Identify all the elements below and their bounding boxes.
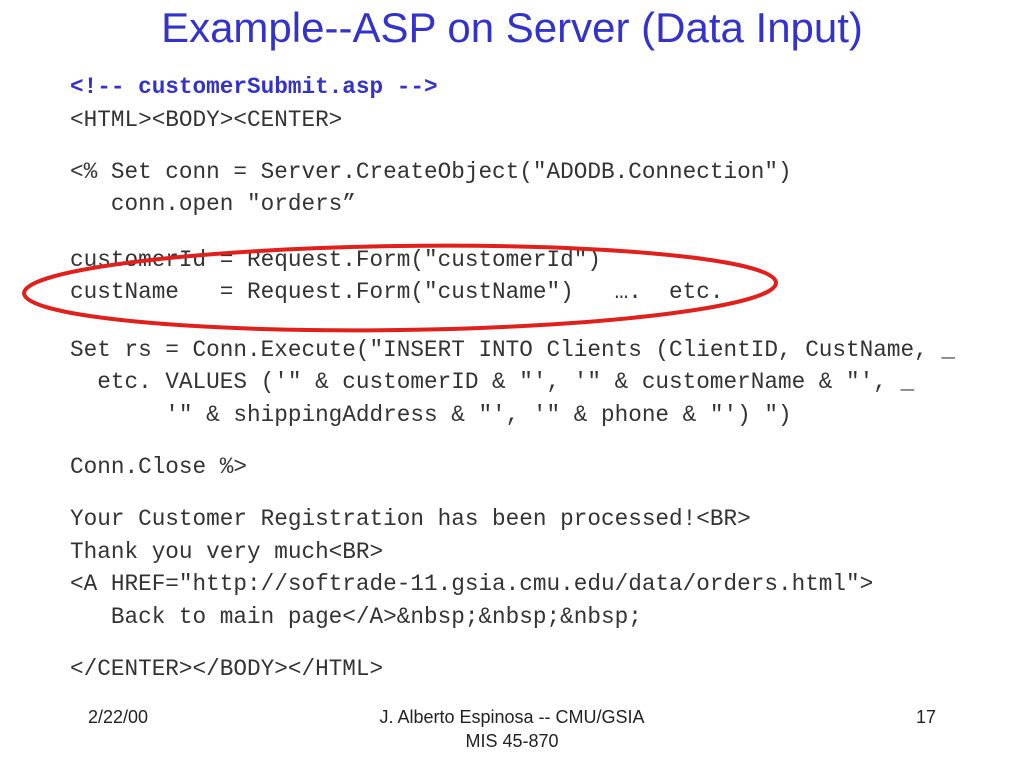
code-line: Your Customer Registration has been proc… [70,506,751,532]
footer-date: 2/22/00 [88,707,149,727]
code-line: </CENTER></BODY></HTML> [70,656,384,682]
code-line: <A HREF="http://softrade-11.gsia.cmu.edu… [70,571,874,597]
code-line-highlighted: custName = Request.Form("custName") …. e… [70,279,724,305]
page-number: 17 [915,707,936,727]
code-line: <% Set conn = Server.CreateObject("ADODB… [70,159,792,185]
code-line: Conn.Close %> [70,454,247,480]
code-line: Back to main page</A>&nbsp;&nbsp;&nbsp; [70,604,642,630]
code-line: '" & shippingAddress & "', '" & phone & … [70,402,792,428]
code-line: <HTML><BODY><CENTER> [70,107,343,133]
code-line: etc. VALUES ('" & customerID & "', '" & … [70,369,915,395]
code-comment: <!-- customerSubmit.asp --> [70,74,438,100]
code-line: Set rs = Conn.Execute("INSERT INTO Clien… [70,337,955,363]
code-line: Thank you very much<BR> [70,539,384,565]
code-line: conn.open "orders” [70,191,356,217]
slide-title: Example--ASP on Server (Data Input) [161,4,863,51]
footer-course: MIS 45-870 [465,731,559,751]
footer-author: J. Alberto Espinosa -- CMU/GSIA [379,707,645,727]
code-line-highlighted: customerId = Request.Form("customerId") [70,247,601,273]
